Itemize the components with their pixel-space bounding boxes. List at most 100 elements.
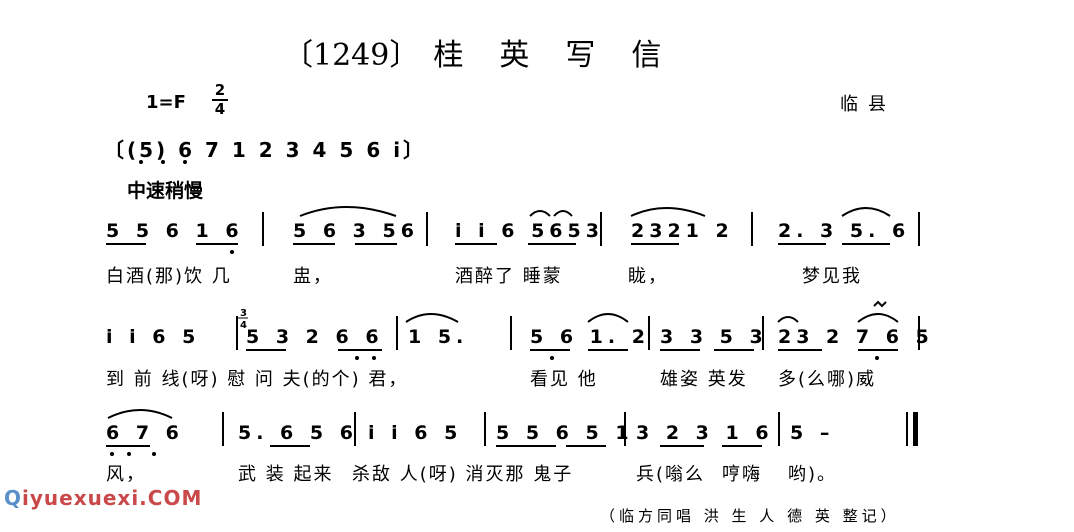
lyric: 雄姿 英发 [660,369,748,390]
beam-underline [530,349,570,351]
slur [630,207,706,217]
slur [529,210,551,217]
barline [751,212,753,246]
barline [624,412,626,446]
title-char: 信 [631,38,664,73]
measure: 5 5 6 1 6 [106,220,244,242]
final-barline-thick [913,412,918,446]
beam-underline [842,243,890,245]
barline [396,316,398,350]
low-octave-dot [230,250,234,254]
beam-underline [338,349,382,351]
measure: 5 6 1. 2 [530,326,650,348]
lyric: 盅， [293,266,333,287]
measure: 23 2 7 6 5 [778,326,934,348]
low-octave-dot [183,160,187,164]
song-title: 〔1249〕桂英写信 [283,30,663,74]
beam-underline [722,445,762,447]
beam-underline [714,349,754,351]
title-char: 桂 [433,38,466,73]
measure: i i 6 5 [106,326,201,348]
meter-change-bottom: 4 [240,320,247,331]
low-octave-dot [152,452,156,456]
lyric: 白酒(那)饮 几 [106,266,232,287]
prelude-notes: 〔(5) 6 7 1 2 3 4 5 6 i〕 [104,138,427,162]
title-char: 写 [565,38,598,73]
beam-underline [566,445,606,447]
barline [426,212,428,246]
watermark-q: Q [4,486,23,510]
meter-bar [212,99,228,101]
time-signature: 2 4 [210,82,230,118]
final-barline-thin [906,412,908,446]
origin-label: 临县 [840,94,896,115]
beam-underline [858,349,898,351]
barline [918,212,920,246]
slur [553,210,573,217]
lyric: 哟)。 [788,464,838,485]
barline [762,316,764,350]
measure: i i 6 5653 [455,220,604,242]
barline [600,212,602,246]
lyric: 兵(嗡么 [636,464,706,485]
measure: 2. 3 5. 6 [778,220,911,242]
low-octave-dot [161,160,165,164]
watermark-text: iyuexuexi.COM [22,486,203,510]
beam-underline [660,445,704,447]
key-signature: 1=F [146,92,186,113]
beam-underline [588,349,628,351]
meter-top: 2 [214,81,226,99]
barline [236,316,238,350]
slur [405,313,459,323]
slur [857,313,899,323]
lyric: 酒醉了 睡蒙 [455,266,563,287]
meter-bottom: 4 [214,100,226,118]
beam-underline [528,243,576,245]
low-octave-dot [127,452,131,456]
barline [510,316,512,350]
song-number: 〔1249〕 [283,38,420,73]
beam-underline [106,445,150,447]
low-octave-dot [875,356,879,360]
slur [107,409,173,419]
meter-change-top: 3 [240,308,247,319]
beam-underline [660,349,700,351]
lyric: 哼嗨 [722,464,762,485]
beam-underline [196,243,238,245]
beam-underline [496,445,556,447]
barline [262,212,264,246]
barline [918,316,920,350]
low-octave-dot [355,356,359,360]
mordent-icon [873,300,887,308]
low-octave-dot [550,356,554,360]
barline [778,412,780,446]
low-octave-dot [139,160,143,164]
measure: 2321 2 [631,220,734,242]
barline [354,412,356,446]
beam-underline [778,243,826,245]
beam-underline [355,243,397,245]
barline [222,412,224,446]
credit-line: （临方同唱 洪 生 人 德 英 整记） [600,507,900,525]
slur [777,316,799,323]
lyric: 多(么哪)威 [778,369,877,390]
title-char: 英 [499,38,532,73]
lyric: 到 前 线(呀) 慰 问 夫(的个) 君， [106,369,409,390]
slur [841,207,891,217]
beam-underline [270,445,310,447]
beam-underline [631,243,679,245]
measure: 5. 6 5 6 [238,422,358,444]
measure: 5 6 3 56 [293,220,419,242]
lyric: 风， [106,464,146,485]
barline [648,316,650,350]
beam-underline [293,243,335,245]
measure: i i 6 5 [368,422,463,444]
measure: 3 3 5 3 [660,326,768,348]
beam-underline [106,243,146,245]
tempo-marking: 中速稍慢 [127,180,204,202]
beam-underline [455,243,497,245]
lyric: 武 装 起来 [238,464,334,485]
slur [299,206,397,217]
low-octave-dot [110,452,114,456]
measure: 5 3 2 6 6 [246,326,384,348]
